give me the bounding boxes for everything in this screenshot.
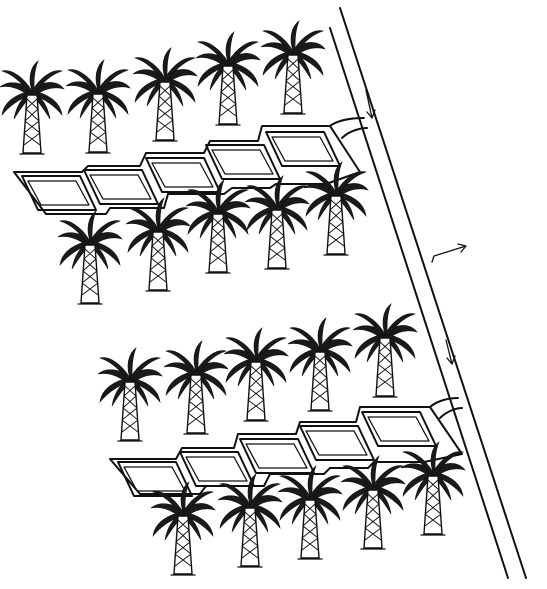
basin — [22, 176, 96, 210]
palm-tree-icon — [98, 348, 162, 441]
palm-tree-icon — [126, 198, 190, 291]
basin — [84, 170, 158, 204]
basin — [266, 132, 340, 166]
palm-tree-icon — [261, 21, 325, 114]
palm-tree-icon — [304, 162, 368, 255]
palm-tree-icon — [133, 48, 197, 141]
palm-tree-icon — [218, 474, 282, 567]
palm-tree-icon — [288, 318, 352, 411]
palm-tree-icon — [353, 304, 417, 397]
palm-tree-icon — [196, 32, 260, 125]
palm-tree-icon — [164, 341, 228, 434]
basin — [180, 452, 254, 486]
palm-group-1 — [0, 21, 368, 304]
palm-tree-icon — [278, 466, 342, 559]
palm-tree-icon — [245, 176, 309, 269]
palm-tree-icon — [341, 456, 405, 549]
basin — [240, 439, 314, 473]
palm-tree-icon — [0, 61, 64, 154]
palm-row-top-1 — [0, 21, 325, 154]
basin — [118, 462, 192, 496]
basin — [300, 426, 374, 460]
palm-tree-icon — [58, 211, 122, 304]
basin — [146, 158, 220, 192]
basin — [362, 412, 436, 446]
palm-group-2 — [98, 304, 465, 575]
palm-tree-icon — [66, 60, 130, 153]
basin — [206, 145, 280, 179]
basin-chain-1 — [14, 118, 367, 214]
basin-chain-2 — [110, 398, 462, 496]
palm-tree-icon — [224, 328, 288, 421]
